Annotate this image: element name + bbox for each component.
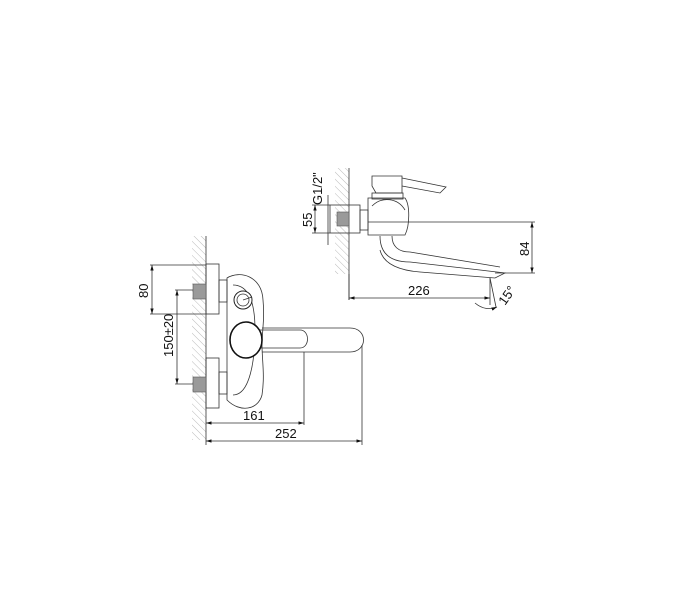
- upper-nut: [218, 279, 228, 303]
- wall-hatch-side: [335, 168, 350, 300]
- dim-15-label: 15°: [495, 283, 519, 308]
- dim-overall: 252: [205, 345, 363, 445]
- dim-thread-label: G1/2": [310, 172, 325, 205]
- dim-55-label: 55: [300, 213, 315, 227]
- side-inlet-insert: [336, 211, 350, 227]
- dim-spout-height: 84: [495, 222, 535, 274]
- dim-spout-reach: 226: [348, 274, 491, 305]
- dim-226-label: 226: [408, 283, 430, 298]
- side-nut: [359, 209, 369, 231]
- lower-inlet-insert: [192, 376, 207, 393]
- front-view: 80 150±20 161 252: [136, 236, 364, 445]
- dim-spout-angle: 15°: [474, 277, 519, 311]
- handle-housing: [371, 175, 403, 194]
- side-body: [367, 197, 410, 236]
- spout-side: [379, 235, 507, 279]
- dim-84-label: 84: [517, 242, 532, 256]
- handle-lever: [258, 329, 308, 349]
- wall-hatch-front: [192, 236, 207, 440]
- lower-nut: [218, 371, 228, 395]
- spout-front: [262, 327, 364, 353]
- handle-cap: [229, 321, 263, 359]
- side-view: G1/2" 55 84 226 15°: [300, 168, 535, 311]
- dim-depth-handle: 161: [206, 352, 305, 425]
- dim-80-label: 80: [136, 284, 151, 298]
- handle-lever-side: [401, 177, 447, 194]
- lower-flange: [205, 357, 220, 409]
- upper-inlet-insert: [192, 283, 207, 300]
- dim-161-label: 161: [243, 408, 265, 423]
- upper-flange: [205, 263, 220, 315]
- dim-flange: 55: [300, 195, 330, 245]
- dim-150-label: 150±20: [161, 314, 176, 357]
- dim-inlet-spacing: 150±20: [161, 289, 193, 385]
- dim-252-label: 252: [275, 426, 297, 441]
